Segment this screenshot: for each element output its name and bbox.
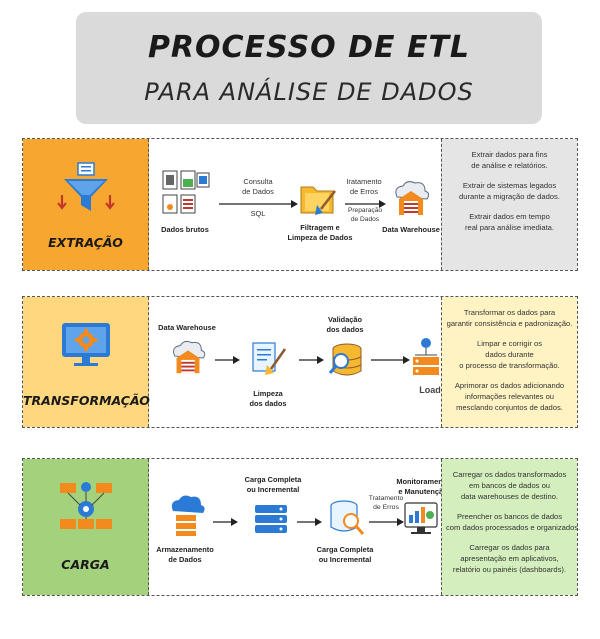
stage-transformacao: TRANSFORMAÇÃO Data Warehouse Limpeza dos…: [22, 296, 578, 428]
raw-files-icon: [162, 170, 210, 214]
label-monitoramento: Monitoramento e Manutenção: [396, 477, 450, 496]
arrow-right-icon: [369, 518, 404, 526]
monitor-gear-icon: [62, 323, 110, 366]
stage-extracao: EXTRAÇÃO Dados brutos Consulta de Dados …: [22, 138, 578, 271]
notes-carga: Carregar os dados transformados em banco…: [441, 459, 581, 595]
arrow-right-icon: [299, 356, 324, 364]
page-title: PROCESSO DE ETL: [147, 30, 471, 65]
arrow-right-icon: [215, 356, 240, 364]
label-data-warehouse: Data Warehouse: [382, 225, 440, 234]
label-sql: SQL: [250, 209, 266, 218]
flow-carga: Armazenamento de Dados Carga Completa ou…: [149, 459, 449, 595]
note-item: Transformar os dados para garantir consi…: [446, 308, 573, 328]
folder-brush-icon: [300, 186, 336, 215]
label-dados-brutos: Dados brutos: [161, 225, 209, 234]
note-item: Extrair dados para fins de análise e rel…: [471, 150, 548, 170]
note-item: Carregar os dados para apresentação em a…: [452, 543, 567, 574]
arrow-right-icon: [345, 200, 386, 208]
server-network-icon: [60, 482, 112, 529]
label-consulta-dados: Consulta de Dados: [242, 177, 274, 196]
server-stack-icon: [255, 505, 287, 533]
stage-label-carga: CARGA: [23, 459, 149, 595]
label-carga-completa-b: Carga Completa ou Incremental: [316, 545, 374, 564]
label-carga-completa-a: Carga Completa ou Incremental: [244, 475, 302, 494]
funnel-icon: [57, 162, 115, 211]
notes-extracao: Extrair dados para fins de análise e rel…: [441, 139, 577, 270]
title-banner: PROCESSO DE ETL PARA ANÁLISE DE DADOS: [76, 12, 542, 124]
stage-label-extracao: EXTRAÇÃO: [23, 139, 149, 270]
note-item: Carregar os dados transformados em banco…: [452, 470, 567, 501]
note-item: Aprimorar os dados adicionando informaçõ…: [454, 381, 565, 412]
database-magnifier-icon: [330, 500, 365, 535]
arrow-right-icon: [213, 518, 238, 526]
stage-name-carga: CARGA: [61, 557, 110, 572]
note-item: Extrair de sistemas legados durante a mi…: [459, 181, 560, 201]
arrow-right-icon: [219, 200, 298, 208]
load-server-icon: [413, 338, 439, 375]
label-tratamento-erros: Tratamento de Erros: [368, 495, 404, 511]
label-preparacao-dados: Preparação de Dados: [347, 207, 383, 223]
document-brush-icon: [252, 342, 287, 375]
notes-transformacao: Transformar os dados para garantir consi…: [441, 297, 577, 427]
flow-extracao: Dados brutos Consulta de Dados SQL Filtr…: [149, 139, 441, 270]
cloud-database-icon: [171, 495, 205, 536]
arrow-right-icon: [297, 518, 322, 526]
stage-name-transformacao: TRANSFORMAÇÃO: [23, 393, 150, 408]
label-load: Load: [419, 385, 441, 395]
label-validacao: Validação dos dados: [326, 315, 364, 334]
warehouse-cloud-icon: [173, 340, 206, 374]
database-magnifier-icon: [328, 343, 362, 376]
note-item: Preencher os bancos de dados com dados p…: [446, 512, 581, 532]
arrow-right-icon: [371, 356, 410, 364]
flow-transformacao: Data Warehouse Limpeza dos dados Val: [149, 297, 441, 427]
label-filtragem: Filtragem e Limpeza de Dados: [287, 223, 353, 242]
stage-carga: CARGA Armazenamento de Dados Carga Compl…: [22, 458, 581, 596]
page-subtitle: PARA ANÁLISE DE DADOS: [144, 78, 474, 106]
stage-label-transformacao: TRANSFORMAÇÃO: [23, 297, 150, 427]
note-item: Limpar e corrigir os dados durante o pro…: [459, 339, 560, 370]
warehouse-cloud-icon: [395, 181, 430, 215]
stage-name-extracao: EXTRAÇÃO: [48, 235, 123, 250]
label-tratamento-erros: Iratamento de Erros: [346, 177, 382, 196]
label-armazenamento: Armazenamento de Dados: [156, 545, 214, 564]
note-item: Extrair dados em tempo real para análise…: [464, 212, 555, 232]
monitor-dashboard-icon: [404, 502, 438, 534]
label-limpeza: Limpeza dos dados: [249, 389, 287, 408]
label-data-warehouse: Data Warehouse: [158, 323, 216, 332]
